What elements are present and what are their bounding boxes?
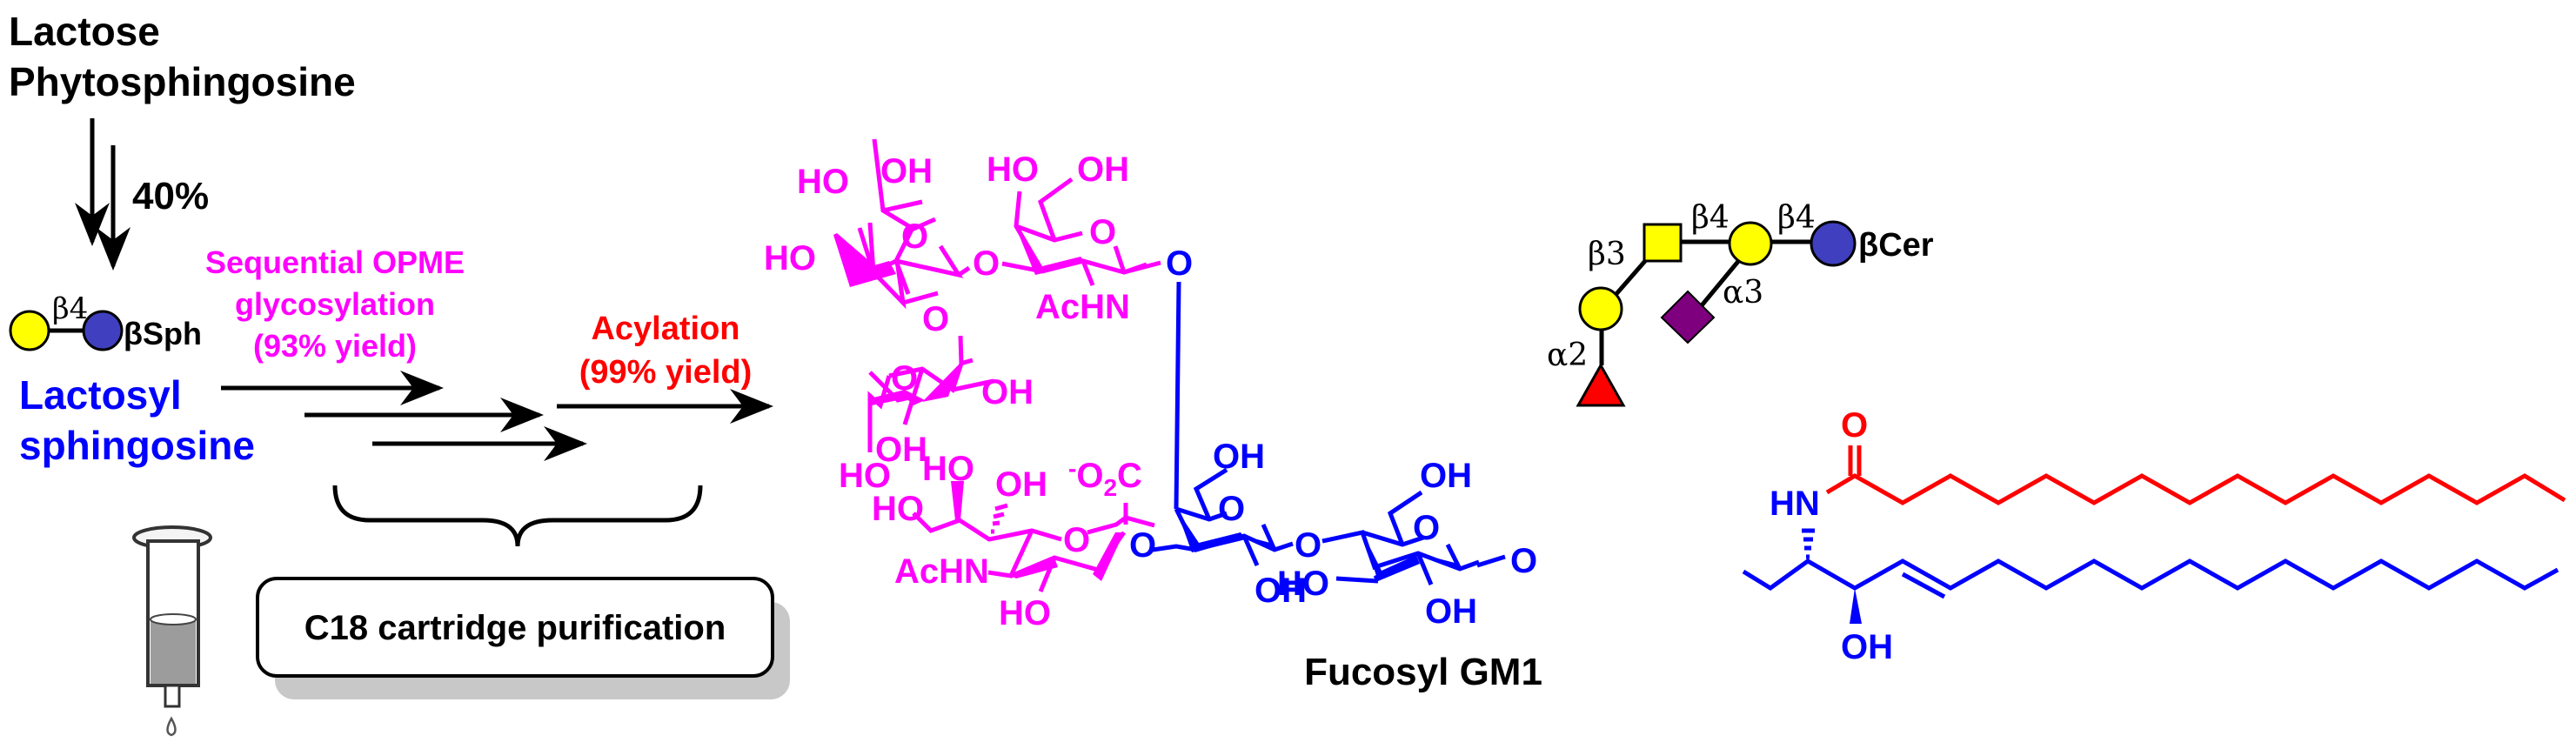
ceramide: O HN OH	[1742, 406, 2566, 666]
terminal-galactose: HO HO OH O O	[764, 138, 971, 338]
atom-O-glycosidic: O	[973, 244, 1000, 283]
atom-O-ring: O	[901, 217, 928, 256]
galnac-square-icon	[1643, 223, 1683, 263]
atom-OH: OH	[995, 465, 1047, 504]
atom-O-glc-cer: O	[1510, 542, 1537, 580]
atom-OH: OH	[981, 373, 1034, 411]
atom-HO: HO	[999, 594, 1051, 632]
galactose-circle-icon	[1578, 286, 1623, 331]
fucose-residue: O OH HO OH	[839, 335, 1034, 495]
atom-OH: OH	[1425, 592, 1477, 631]
svg-text:-O2C: -O2C	[1068, 455, 1142, 501]
c18-cartridge-icon	[132, 525, 212, 737]
galnac-residue: HO OH O AcHN	[987, 150, 1161, 326]
purification-box: C18 cartridge purification	[256, 577, 781, 689]
bond-galnac-gal	[1174, 281, 1181, 510]
purification-label: C18 cartridge purification	[304, 609, 726, 647]
curly-brace	[332, 485, 703, 547]
glucose-circle-icon	[82, 310, 124, 351]
carboxylate-label: -O2C	[1068, 455, 1142, 501]
linkage-label: α3	[1723, 275, 1763, 311]
neu5ac-diamond-icon	[1660, 290, 1716, 344]
atom-OH: OH	[1841, 628, 1893, 666]
acylation-label-2: (99% yield)	[579, 354, 753, 391]
opme-step: Sequential OPME glycosylation (93% yield…	[205, 244, 587, 461]
atom-O-carbonyl: O	[1841, 406, 1868, 445]
atom-OH: OH	[1077, 150, 1129, 189]
enzymatic-step-arrows: 40%	[75, 118, 209, 271]
product-name: Fucosyl GM1	[1304, 651, 1542, 693]
neu5ac-residue: HO HO OH O AcHN HO -O2C	[872, 450, 1155, 632]
atom-O-ring: O	[1218, 490, 1245, 528]
linkage-label: β4	[1691, 200, 1730, 236]
acylation-step: Acylation (99% yield)	[557, 311, 773, 424]
double-bond	[1901, 572, 1946, 599]
reactant-label: Lactose Phytosphingosine	[9, 9, 356, 104]
atom-O-ring: O	[1063, 521, 1090, 559]
atom-OH: OH	[1420, 457, 1472, 495]
atom-O-neu5ac-gal: O	[1129, 526, 1156, 565]
acylation-label-1: Acylation	[591, 311, 739, 347]
atom-O-link: O	[922, 300, 949, 338]
linkage-label: β4	[1777, 200, 1816, 236]
step1-yield: 40%	[132, 175, 209, 217]
reactant-lactose: Lactose	[9, 9, 160, 54]
linkage-label: β3	[1588, 237, 1626, 272]
atom-HO: HO	[764, 239, 816, 278]
lactosyl-sphingosine-name-1: Lactosyl	[19, 372, 182, 418]
atom-OH: OH	[875, 431, 927, 469]
aglycone-label: βCer	[1858, 227, 1934, 264]
hashed-wedge	[991, 503, 1008, 534]
atom-HO: HO	[1277, 565, 1329, 603]
atom-OH: OH	[1255, 572, 1307, 610]
atom-HN: HN	[1770, 485, 1820, 523]
atom-HO: HO	[872, 490, 924, 528]
purification-box-frame	[256, 577, 774, 678]
lactosyl-sphingosine-name-2: sphingosine	[19, 423, 255, 468]
atom-HO: HO	[922, 450, 974, 488]
snfg-glycan-cartoon: β3 β4 β4 α3 α2 βCer	[1547, 200, 1934, 407]
aglycone-label: βSph	[124, 316, 202, 351]
atom-HO: HO	[797, 163, 849, 201]
hashed-bond	[1802, 528, 1815, 559]
galactose-circle-icon	[9, 310, 50, 351]
glucose-residue: O OH HO OH	[1277, 457, 1506, 631]
atom-AcHN: AcHN	[1035, 288, 1130, 326]
atom-O-ring: O	[1089, 213, 1116, 251]
lactosyl-sphingosine-symbol: β4 βSph	[9, 291, 202, 351]
linkage-beta4: β4	[52, 291, 88, 326]
opme-label-3: (93% yield)	[253, 328, 417, 364]
atom-AcHN: AcHN	[894, 552, 989, 591]
opme-label-2: glycosylation	[235, 286, 435, 322]
linkage-label: α2	[1547, 338, 1588, 373]
atom-OH: OH	[880, 152, 933, 191]
galactose-circle-icon	[1728, 221, 1773, 266]
opme-label-1: Sequential OPME	[205, 244, 465, 280]
atom-O-ring: O	[891, 359, 918, 398]
atom-O-ring: O	[1413, 509, 1440, 547]
wedge-bond	[1850, 588, 1862, 624]
glucose-circle-icon	[1810, 220, 1857, 267]
atom-O-gal-glc: O	[1295, 526, 1321, 565]
fucose-triangle-icon	[1576, 362, 1626, 407]
atom-OH: OH	[1213, 438, 1265, 476]
atom-HO: HO	[987, 150, 1039, 189]
reactant-phytosphingosine: Phytosphingosine	[9, 59, 356, 104]
atom-HO: HO	[839, 457, 891, 495]
internal-galactose: O OH OH O	[1129, 438, 1307, 610]
atom-O-galnac-gal: O	[1166, 244, 1193, 283]
